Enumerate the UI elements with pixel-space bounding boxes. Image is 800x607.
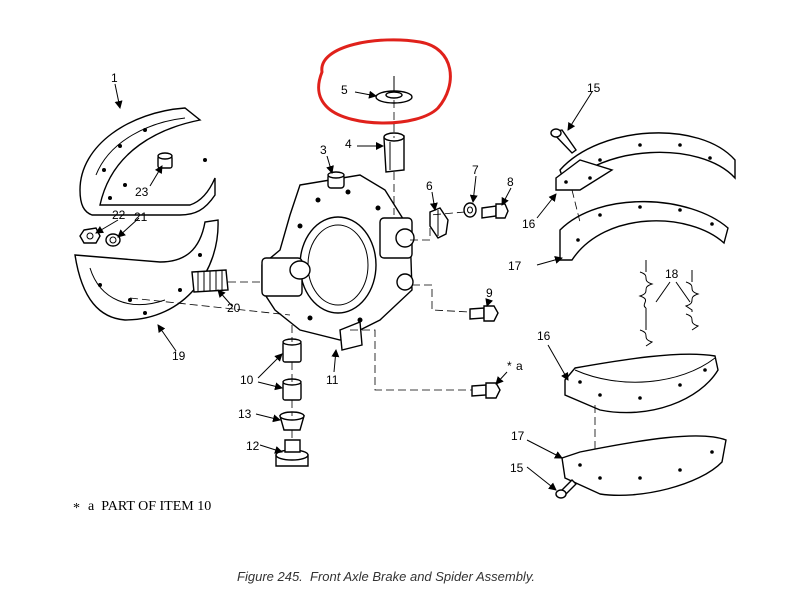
callout-21: 21 — [134, 210, 148, 224]
callout-11: 11 — [326, 373, 339, 387]
callout-7: 7 — [472, 163, 479, 177]
callout-5: 5 — [341, 83, 348, 97]
bolt-part-15-lower — [555, 479, 577, 499]
callout-23: 23 — [135, 185, 149, 199]
callout-1: 1 — [111, 71, 118, 85]
callout-10: 10 — [240, 373, 254, 387]
callout-22: 22 — [112, 208, 126, 222]
bolt-part-8 — [481, 203, 509, 219]
callout-20: 20 — [227, 301, 241, 315]
bushing-part-4 — [383, 132, 405, 173]
cap-part-5 — [375, 76, 413, 104]
callout-4: 4 — [345, 137, 352, 151]
callout-12: 12 — [246, 439, 260, 453]
stud-part-23 — [157, 152, 173, 169]
bolt-part-15-upper — [550, 128, 577, 154]
leader-lines — [95, 83, 691, 491]
washer-part-21 — [105, 233, 121, 247]
spring-part-20 — [191, 269, 229, 293]
adjuster-part-12 — [275, 439, 309, 467]
callout-16-lower: 16 — [537, 329, 551, 343]
dust-shield-part-1 — [79, 107, 216, 216]
callout-a: a — [516, 359, 523, 373]
spider-part-11 — [261, 174, 415, 351]
callout-15-lower: 15 — [510, 461, 524, 475]
assembly-lines — [129, 100, 596, 450]
highlight-circle — [317, 38, 452, 125]
callout-19: 19 — [172, 349, 186, 363]
callout-17-upper: 17 — [508, 259, 522, 273]
figure-caption: Figure 245. Front Axle Brake and Spider … — [237, 569, 535, 584]
callout-6: 6 — [426, 179, 433, 193]
washer-part-7 — [463, 202, 477, 218]
brake-shoe-part-16-lower — [564, 353, 719, 414]
callout-15-upper: 15 — [587, 81, 601, 95]
bolt-part-a — [471, 382, 501, 399]
callout-3: 3 — [320, 143, 327, 157]
lining-part-17-upper — [559, 200, 729, 261]
lining-part-17-lower — [561, 435, 727, 497]
callout-18: 18 — [665, 267, 679, 281]
callout-star: * — [507, 359, 512, 373]
plug-part-3 — [327, 171, 345, 189]
note-symbol: * — [73, 501, 80, 516]
bolt-part-9 — [469, 305, 499, 322]
return-spring-part-18 — [638, 260, 700, 347]
nut-part-22 — [79, 227, 101, 244]
callout-17-lower: 17 — [511, 429, 525, 443]
callout-9: 9 — [486, 286, 493, 300]
note-text: a PART OF ITEM 10 — [88, 499, 211, 514]
brake-shoe-part-16-upper — [555, 132, 736, 191]
callout-16-upper: 16 — [522, 217, 536, 231]
clip-part-6 — [429, 207, 449, 239]
callout-8: 8 — [507, 175, 514, 189]
callout-13: 13 — [238, 407, 252, 421]
